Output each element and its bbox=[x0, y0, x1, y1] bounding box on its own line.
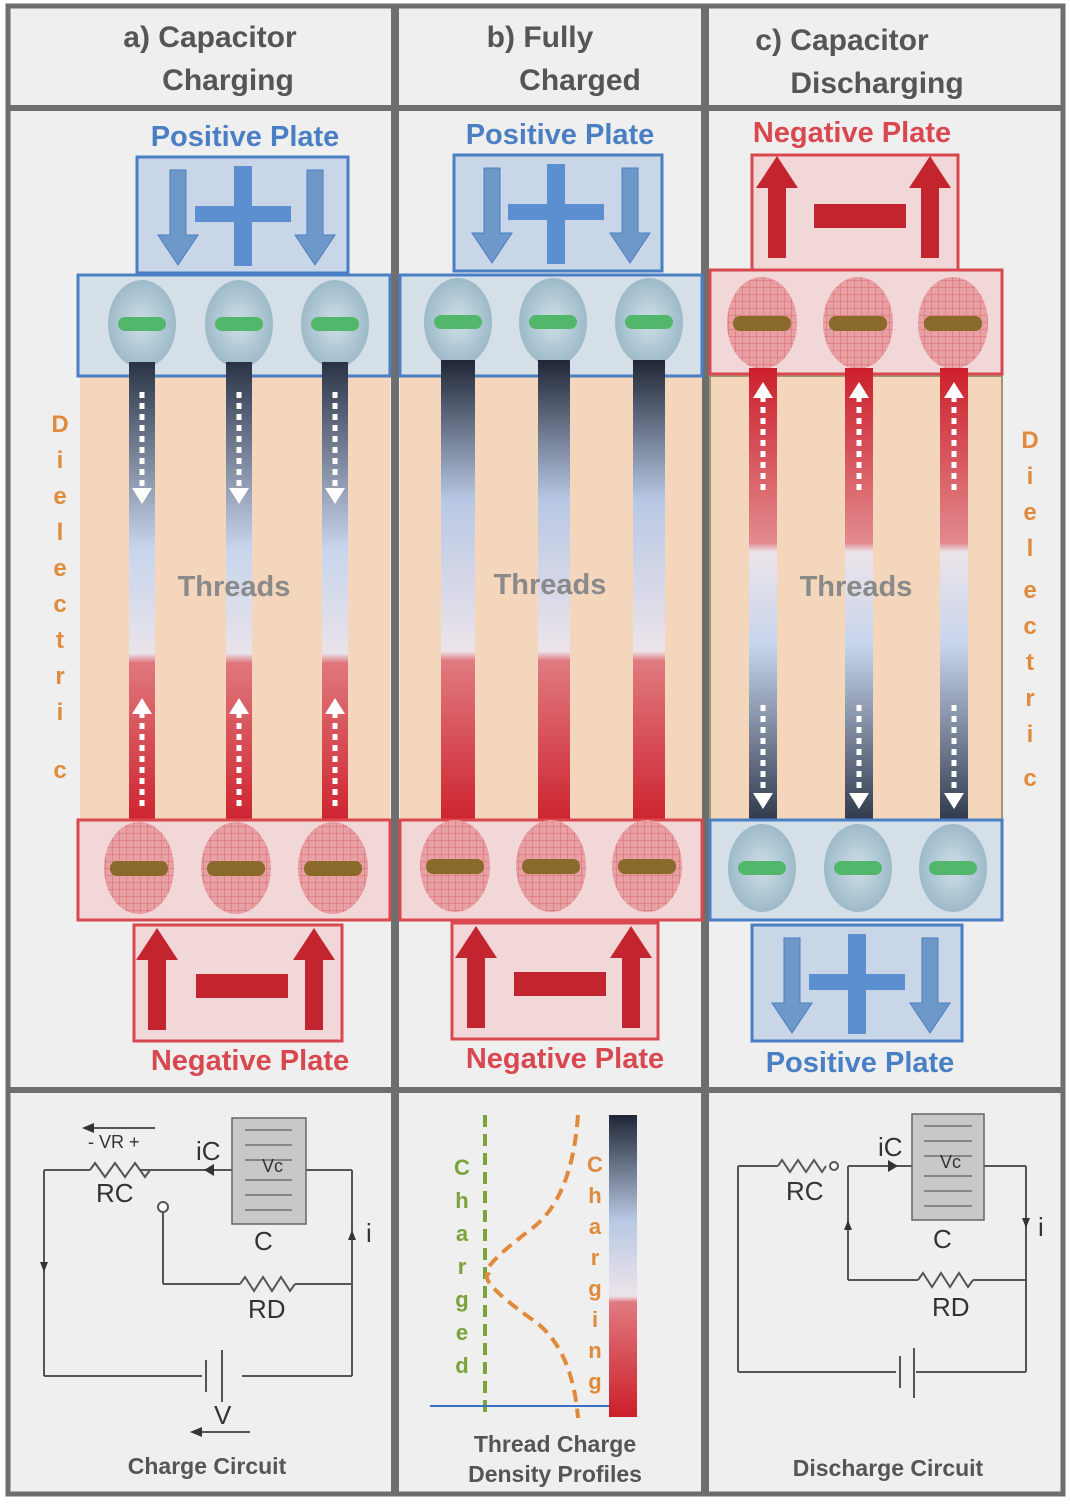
positive-plate-a bbox=[135, 155, 350, 275]
svg-text:t: t bbox=[56, 627, 64, 654]
svg-text:i: i bbox=[1027, 463, 1034, 490]
bottom-plate-label-a: Negative Plate bbox=[151, 1045, 349, 1077]
svg-text:i: i bbox=[57, 447, 64, 474]
positive-plate-b bbox=[452, 153, 664, 273]
svg-text:r: r bbox=[458, 1254, 467, 1279]
negative-plate-a bbox=[132, 923, 344, 1043]
threads-label-c: Threads bbox=[800, 571, 913, 603]
svg-text:i: i bbox=[57, 699, 64, 726]
negative-plate-c bbox=[750, 153, 960, 272]
svg-text:D: D bbox=[1021, 427, 1038, 454]
svg-text:e: e bbox=[53, 555, 66, 582]
negative-beads-b bbox=[420, 820, 682, 912]
svg-text:l: l bbox=[1027, 535, 1034, 562]
density-colorbar bbox=[609, 1115, 637, 1417]
svg-text:C: C bbox=[587, 1152, 603, 1177]
bottom-plate-label-c: Positive Plate bbox=[766, 1047, 955, 1079]
vc-label-a: Vc bbox=[262, 1156, 283, 1176]
caption-density-line1: Thread Charge bbox=[474, 1431, 636, 1457]
svg-text:n: n bbox=[588, 1338, 601, 1363]
svg-text:i: i bbox=[592, 1307, 598, 1332]
svg-text:r: r bbox=[591, 1245, 600, 1270]
rd-label-a: RD bbox=[248, 1294, 286, 1324]
caption-discharge-circuit: Discharge Circuit bbox=[793, 1455, 984, 1481]
charging-label: C h a r g i n g bbox=[587, 1152, 603, 1394]
negative-beads-a bbox=[104, 822, 368, 914]
header-c-line2: Discharging bbox=[790, 67, 963, 100]
svg-text:c: c bbox=[53, 757, 66, 784]
top-plate-label-a: Positive Plate bbox=[151, 121, 340, 153]
header-a-line2: Charging bbox=[162, 64, 294, 97]
positive-beads-a bbox=[108, 280, 369, 368]
svg-text:r: r bbox=[1025, 685, 1034, 712]
charge-circuit bbox=[43, 1127, 353, 1433]
threads-a bbox=[129, 362, 348, 832]
svg-text:g: g bbox=[455, 1287, 468, 1312]
dielectric-label-a: D i e l e c t r i c bbox=[51, 411, 68, 784]
negative-beads-c bbox=[727, 277, 988, 369]
svg-text:a: a bbox=[589, 1214, 602, 1239]
header-b-line2: Charged bbox=[519, 64, 641, 97]
positive-beads-b bbox=[424, 278, 683, 366]
header-a-line1: a) Capacitor bbox=[123, 21, 297, 54]
threads-label-a: Threads bbox=[178, 571, 291, 603]
svg-text:g: g bbox=[588, 1369, 601, 1394]
svg-text:C: C bbox=[454, 1155, 470, 1180]
caption-charge-circuit: Charge Circuit bbox=[128, 1453, 287, 1479]
top-plate-label-c: Negative Plate bbox=[753, 117, 951, 149]
switch-contact-c bbox=[829, 1161, 839, 1171]
top-plate-label-b: Positive Plate bbox=[466, 119, 655, 151]
rc-label-c: RC bbox=[786, 1176, 824, 1206]
dielectric-label-c: D i e l e c t r i c bbox=[1021, 427, 1038, 792]
positive-plate-c bbox=[750, 923, 964, 1043]
c-label-a: C bbox=[254, 1226, 273, 1256]
threads-label-b: Threads bbox=[494, 569, 607, 601]
threads-c bbox=[749, 368, 968, 828]
svg-text:g: g bbox=[588, 1276, 601, 1301]
svg-text:i: i bbox=[1027, 721, 1034, 748]
v-label: V bbox=[214, 1400, 232, 1430]
svg-text:D: D bbox=[51, 411, 68, 438]
c-label-c: C bbox=[933, 1224, 952, 1254]
charged-label: C h a r g e d bbox=[454, 1155, 470, 1378]
svg-text:t: t bbox=[1026, 649, 1034, 676]
svg-text:h: h bbox=[588, 1183, 601, 1208]
caption-density-line2: Density Profiles bbox=[468, 1461, 642, 1487]
svg-text:e: e bbox=[1023, 577, 1036, 604]
i-label-c: i bbox=[1038, 1212, 1044, 1242]
vc-label-c: Vc bbox=[940, 1152, 961, 1172]
capacitor-symbol-c bbox=[911, 1113, 985, 1221]
svg-text:c: c bbox=[1023, 765, 1036, 792]
svg-text:e: e bbox=[1023, 499, 1036, 526]
svg-text:r: r bbox=[55, 663, 64, 690]
svg-text:e: e bbox=[53, 483, 66, 510]
switch-contact bbox=[157, 1201, 169, 1213]
ic-label-c: iC bbox=[878, 1132, 903, 1162]
vr-label: - VR + bbox=[88, 1132, 140, 1152]
capacitor-symbol-a bbox=[231, 1117, 307, 1225]
positive-beads-c bbox=[728, 824, 987, 912]
header-b-line1: b) Fully bbox=[487, 21, 594, 54]
rd-label-c: RD bbox=[932, 1292, 970, 1322]
density-profile-plot bbox=[430, 1114, 637, 1419]
svg-text:l: l bbox=[57, 519, 64, 546]
bottom-plate-label-b: Negative Plate bbox=[466, 1043, 664, 1075]
svg-text:h: h bbox=[455, 1188, 468, 1213]
discharge-circuit bbox=[737, 1158, 1027, 1398]
negative-plate-b bbox=[450, 921, 660, 1041]
svg-text:d: d bbox=[455, 1353, 468, 1378]
ic-label-a: iC bbox=[196, 1136, 221, 1166]
header-c-line1: c) Capacitor bbox=[755, 24, 929, 57]
i-label-a: i bbox=[366, 1218, 372, 1248]
svg-text:a: a bbox=[456, 1221, 469, 1246]
svg-text:c: c bbox=[1023, 613, 1036, 640]
threads-b bbox=[441, 360, 665, 830]
svg-text:e: e bbox=[456, 1320, 468, 1345]
svg-text:c: c bbox=[53, 591, 66, 618]
rc-label-a: RC bbox=[96, 1178, 134, 1208]
